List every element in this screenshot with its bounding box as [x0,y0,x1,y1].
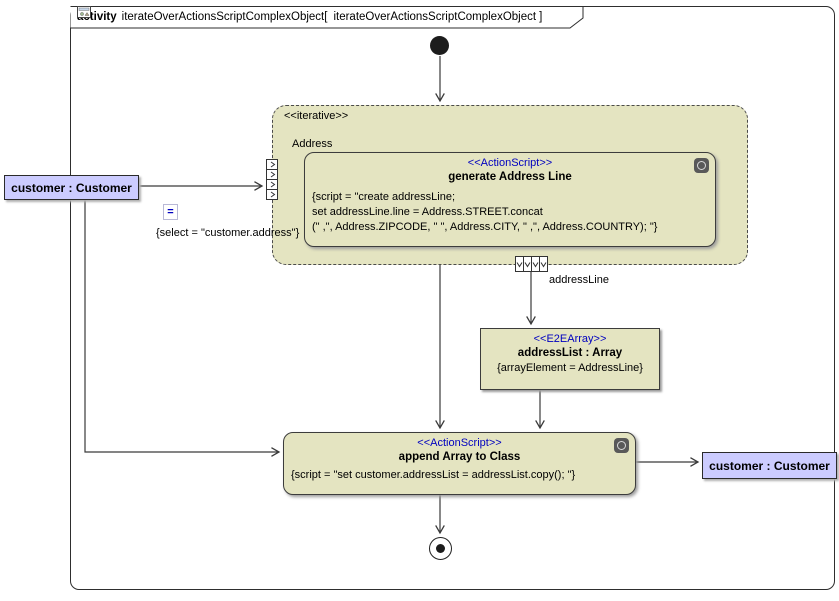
expansion-region[interactable]: <<iterative>> Address <<ActionScript>> g… [272,105,748,265]
customer-output-label: customer : Customer [709,458,830,473]
select-constraint-text: {select = "customer.address"} [156,227,300,239]
script-line-2: set addressLine.line = Address.STREET.co… [312,206,543,218]
array-name: addressList : Array [517,347,623,359]
append-stereotype: <<ActionScript>> [417,437,502,449]
array-stereotype: <<E2EArray>> [533,333,607,345]
expansion-node-input[interactable] [266,159,278,200]
expansion-cell [266,189,278,200]
array-tagged-value: {arrayElement = AddressLine} [497,362,643,374]
frame-tab-shape [70,6,584,29]
region-input-label: Address [292,138,333,150]
activity-frame [70,6,835,590]
append-name: append Array to Class [398,451,521,463]
customer-input-label: customer : Customer [11,180,132,195]
frame-title-tab[interactable]: activity iterateOverActionsScriptComplex… [70,6,584,29]
region-stereotype: <<iterative>> [284,110,349,122]
append-script: {script = "set customer.addressList = ad… [291,469,576,481]
object-node-customer-input[interactable]: customer : Customer [4,175,139,200]
frame-activity-name: iterateOverActionsScriptComplexObject[ [121,10,328,23]
initial-node[interactable] [430,36,449,55]
final-node-dot [436,544,445,553]
action-append-array-to-class[interactable]: <<ActionScript>> append Array to Class {… [283,432,636,495]
output-flow-label: addressLine [549,274,609,286]
activity-final-node[interactable] [429,537,452,560]
action-name: generate Address Line [448,171,572,183]
expansion-node-output[interactable] [515,256,548,272]
frame-close-bracket: ] [539,10,543,23]
action-generate-address-line[interactable]: <<ActionScript>> generate Address Line {… [304,152,716,247]
action-stereotype: <<ActionScript>> [467,157,553,169]
equals-icon: = [163,204,178,220]
expansion-cell [539,256,548,272]
behavior-icon [694,158,709,173]
object-node-customer-output[interactable]: customer : Customer [702,452,837,479]
frame-diagram-name: iterateOverActionsScriptComplexObject [333,10,537,23]
script-line-1: {script = "create addressLine; [312,191,456,203]
object-node-address-list-array[interactable]: <<E2EArray>> addressList : Array {arrayE… [480,328,660,390]
behavior-icon [614,438,629,453]
script-line-3: (" ,", Address.ZIPCODE, " ", Address.CIT… [312,221,658,233]
